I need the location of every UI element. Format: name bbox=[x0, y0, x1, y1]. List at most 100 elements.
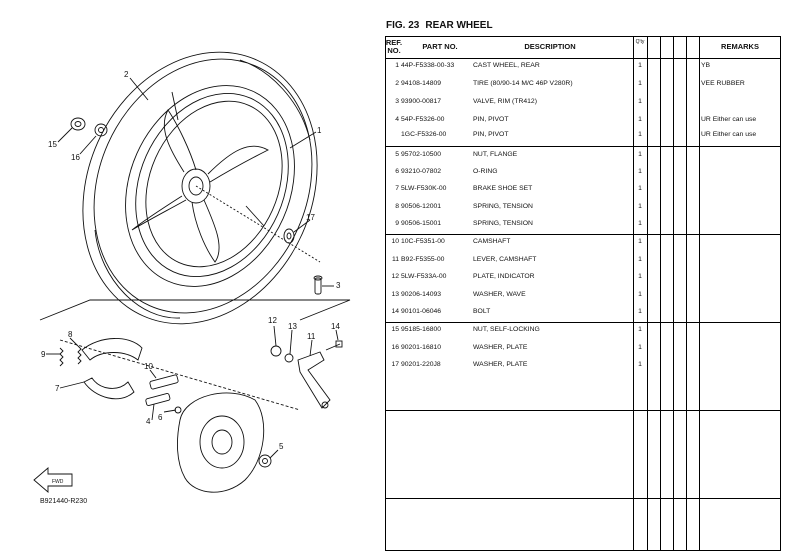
brake-panel bbox=[177, 392, 265, 493]
tension-spring-8 bbox=[77, 345, 82, 365]
callout-15: 15 bbox=[48, 140, 57, 149]
callout-4: 4 bbox=[146, 417, 151, 426]
remarks: UR Either can use bbox=[701, 116, 757, 123]
quantity: 1 bbox=[638, 291, 642, 298]
description: PIN, PIVOT bbox=[473, 116, 509, 123]
ref-number: 14 bbox=[391, 308, 399, 315]
callout-16: 16 bbox=[71, 153, 80, 162]
wave-washer bbox=[284, 353, 294, 363]
pivot-pin bbox=[145, 393, 171, 407]
flange-nut bbox=[258, 454, 272, 468]
header-part-no: PART NO. bbox=[422, 42, 458, 51]
exploded-parts-diagram: 1 2 3 4 5 6 7 8 9 10 11 12 13 14 15 16 1… bbox=[33, 51, 351, 505]
callout-5: 5 bbox=[279, 442, 284, 451]
part-number: 90506-15001 bbox=[401, 220, 442, 227]
quantity: 1 bbox=[638, 98, 642, 105]
rim-valve bbox=[313, 275, 323, 295]
part-number: 93900-00817 bbox=[401, 98, 442, 105]
description: WASHER, WAVE bbox=[473, 291, 526, 298]
part-number: 90201-16810 bbox=[401, 344, 442, 351]
ref-number: 16 bbox=[391, 344, 399, 351]
quantity: 1 bbox=[638, 185, 642, 192]
ref-number: 8 bbox=[395, 203, 399, 210]
part-number: 90506-12001 bbox=[401, 203, 442, 210]
fwd-arrow-icon bbox=[33, 467, 73, 493]
callout-1: 1 bbox=[317, 126, 322, 135]
description: LEVER, CAMSHAFT bbox=[473, 256, 537, 263]
part-number: 95185-16800 bbox=[401, 326, 442, 333]
description: CAMSHAFT bbox=[473, 238, 511, 245]
description: NUT, SELF-LOCKING bbox=[473, 326, 540, 333]
quantity: 1 bbox=[638, 326, 642, 333]
quantity: 1 bbox=[638, 62, 642, 69]
quantity: 1 bbox=[638, 256, 642, 263]
quantity: 1 bbox=[638, 344, 642, 351]
diagram-ref-code: B921440-R230 bbox=[40, 498, 87, 505]
description: TIRE (80/90-14 M/C 46P V280R) bbox=[473, 80, 573, 87]
callout-9: 9 bbox=[41, 350, 46, 359]
figure-name: REAR WHEEL bbox=[425, 20, 493, 31]
part-number: 54P-F5326-00 bbox=[401, 116, 445, 123]
ref-number: 2 bbox=[395, 80, 399, 87]
ref-number: 15 bbox=[391, 326, 399, 333]
callout-2: 2 bbox=[124, 70, 129, 79]
part-number: 1GC-F5326-00 bbox=[401, 131, 447, 138]
ref-number: 6 bbox=[395, 168, 399, 175]
quantity: 1 bbox=[638, 238, 642, 245]
callout-7: 7 bbox=[55, 384, 60, 393]
description: WASHER, PLATE bbox=[473, 361, 528, 368]
part-number: 90201-220J8 bbox=[401, 361, 441, 368]
quantity: 1 bbox=[638, 168, 642, 175]
callout-3: 3 bbox=[336, 281, 341, 290]
description: NUT, FLANGE bbox=[473, 151, 518, 158]
quantity: 1 bbox=[638, 220, 642, 227]
ref-number: 1 bbox=[395, 62, 399, 69]
part-number: B92-F5355-00 bbox=[401, 256, 445, 263]
callout-12: 12 bbox=[268, 316, 277, 325]
callout-14: 14 bbox=[331, 322, 340, 331]
description: PIN, PIVOT bbox=[473, 131, 509, 138]
part-number: 93210-07802 bbox=[401, 168, 442, 175]
quantity: 1 bbox=[638, 151, 642, 158]
ref-number: 5 bbox=[395, 151, 399, 158]
description: PLATE, INDICATOR bbox=[473, 273, 535, 280]
quantity: 1 bbox=[638, 361, 642, 368]
quantity: 1 bbox=[638, 131, 642, 138]
ref-number: 9 bbox=[395, 220, 399, 227]
part-number: 10C-F5351-00 bbox=[401, 238, 445, 245]
ref-number: 7 bbox=[395, 185, 399, 192]
part-number: 95702-10500 bbox=[401, 151, 442, 158]
ref-number: 3 bbox=[395, 98, 399, 105]
callout-8: 8 bbox=[68, 330, 73, 339]
ref-number: 17 bbox=[391, 361, 399, 368]
description: VALVE, RIM (TR412) bbox=[473, 98, 537, 105]
ref-number: 11 bbox=[391, 256, 399, 263]
camshaft-lever bbox=[297, 351, 331, 409]
callout-6: 6 bbox=[158, 413, 163, 422]
header-description: DESCRIPTION bbox=[524, 42, 576, 51]
ref-number: 13 bbox=[391, 291, 399, 298]
washer-17 bbox=[283, 228, 295, 244]
remarks: UR Either can use bbox=[701, 131, 757, 138]
washer-16 bbox=[94, 123, 108, 137]
parts-table: REF.NO. PART NO. DESCRIPTION Q'ty REMARK… bbox=[385, 36, 781, 551]
quantity: 1 bbox=[638, 203, 642, 210]
quantity: 1 bbox=[638, 273, 642, 280]
remarks: VEE RUBBER bbox=[701, 80, 745, 87]
table-row: 1GC-F5326-00 PIN, PIVOT 1 UR Either can use bbox=[385, 129, 781, 141]
figure-label: FIG. 23 bbox=[386, 20, 420, 31]
bolt bbox=[325, 340, 343, 351]
